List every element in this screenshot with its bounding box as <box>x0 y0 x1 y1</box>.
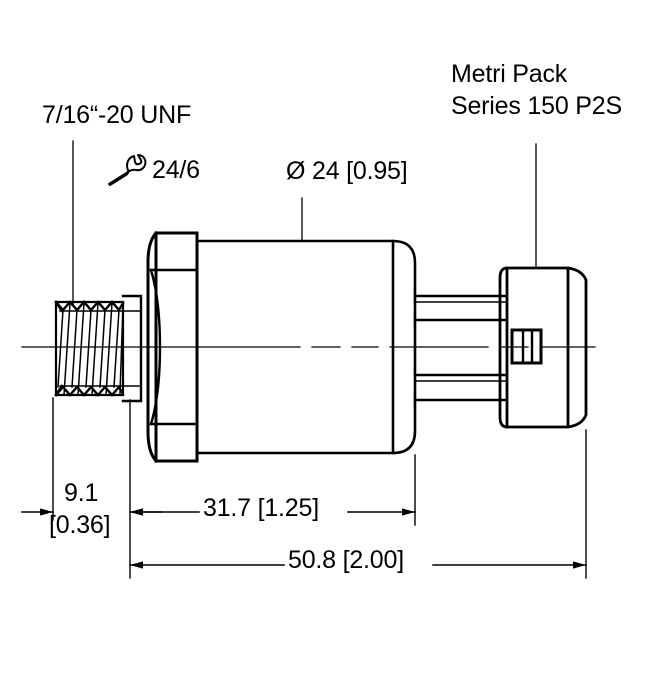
dimension-label-overall-length: 50.8 [2.00] <box>288 546 404 574</box>
body-diameter-label: Ø 24 [0.95] <box>286 157 408 185</box>
thread-crests-top <box>54 300 125 313</box>
connector-latch <box>510 328 543 365</box>
dimension-label-thread-in: [0.36] <box>49 511 111 539</box>
leader-lines <box>72 140 537 306</box>
connector-label-line1: Metri Pack <box>451 60 568 88</box>
extension-lines <box>52 397 587 579</box>
sensor-body <box>195 239 417 455</box>
shoulder-collar-inner <box>122 310 142 387</box>
connector-label-line2: Series 150 P2S <box>451 92 622 120</box>
wrench-icon <box>108 154 147 186</box>
dimension-label-thread-mm: 9.1 <box>64 479 99 507</box>
threaded-stud <box>54 300 125 397</box>
connector-stem-inner <box>414 301 507 382</box>
thread-crests-bottom <box>54 384 125 397</box>
dimension-lines <box>21 508 587 569</box>
dimension-label-body-length: 31.7 [1.25] <box>203 494 319 522</box>
thread-spec-label: 7/16“-20 UNF <box>42 101 192 129</box>
hex-nut-flats <box>149 268 199 426</box>
electrical-connector <box>498 266 588 429</box>
hex-nut <box>146 230 199 464</box>
thread-root-lines <box>59 310 124 387</box>
shoulder-collar <box>121 294 143 403</box>
wrench-size-label: 24/6 <box>152 156 200 184</box>
connector-stem <box>413 294 508 402</box>
thread-flank-lines <box>57 302 124 396</box>
connector-latch-rib <box>521 329 534 364</box>
